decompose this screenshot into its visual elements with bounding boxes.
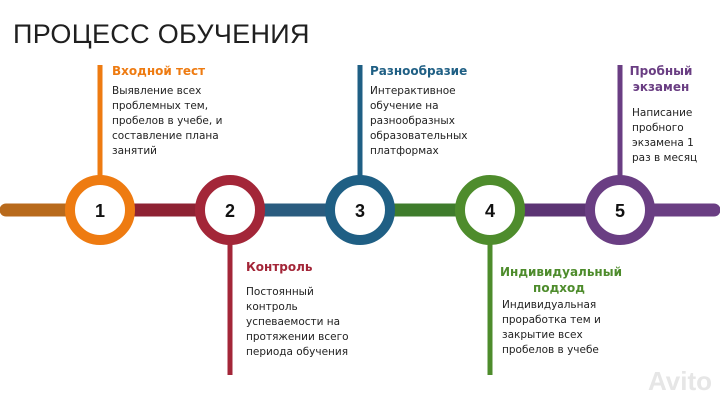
step-title-5: Пробный экзамен	[629, 64, 693, 94]
step-node-1: 1	[65, 175, 135, 245]
step-node-3: 3	[325, 175, 395, 245]
step-number-3: 3	[355, 201, 365, 221]
step-title-2: Контроль	[246, 260, 313, 274]
step-desc-5: Написание пробного экзамена 1 раз в меся…	[632, 107, 698, 164]
step-desc-3: Интерактивное обучение на разнообразных …	[370, 85, 468, 157]
step-title-4: Индивидуальный подход	[500, 265, 622, 295]
avito-watermark: Avito	[647, 366, 712, 396]
step-number-1: 1	[95, 201, 105, 221]
step-title-3: Разнообразие	[370, 64, 468, 78]
page-title: ПРОЦЕСС ОБУЧЕНИЯ	[13, 19, 310, 49]
step-title-1: Входной тест	[112, 64, 206, 78]
step-desc-1: Выявление всех проблемных тем, пробелов …	[112, 85, 223, 157]
step-node-2: 2	[195, 175, 265, 245]
step-number-5: 5	[615, 201, 625, 221]
step-node-4: 4	[455, 175, 525, 245]
step-desc-2: Постоянный контроль успеваемости на прот…	[246, 286, 349, 358]
step-number-2: 2	[225, 201, 235, 221]
step-number-4: 4	[485, 201, 495, 221]
step-desc-4: Индивидуальная проработка тем и закрытие…	[502, 299, 601, 356]
step-node-5: 5	[585, 175, 655, 245]
